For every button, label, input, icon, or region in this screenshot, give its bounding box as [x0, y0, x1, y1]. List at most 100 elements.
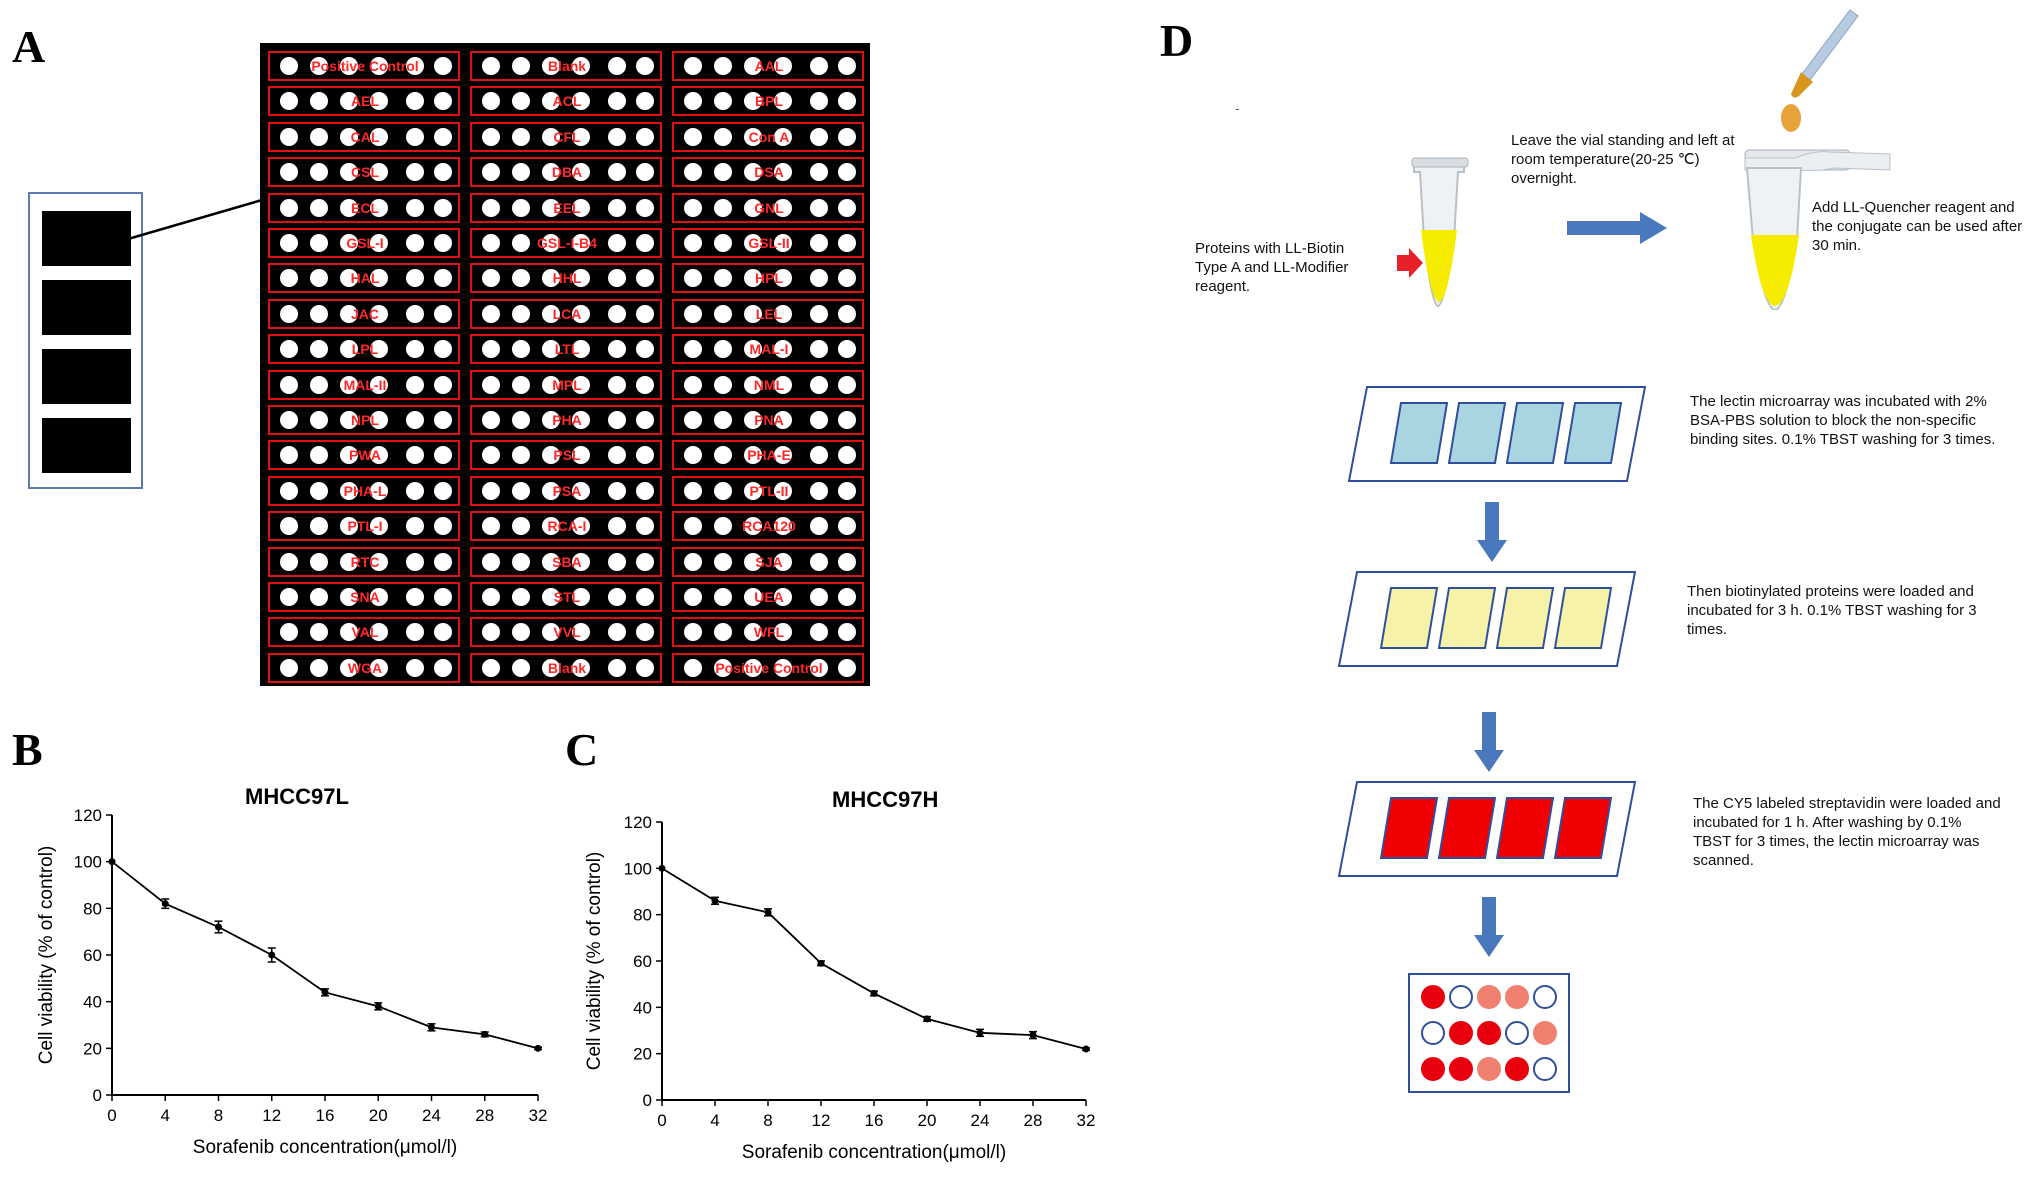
array-spot [340, 57, 358, 75]
array-spot [572, 234, 590, 252]
x-tick-label: 28 [475, 1106, 494, 1125]
array-spot [744, 552, 762, 571]
array-spot [434, 623, 452, 642]
array-spot [774, 57, 792, 75]
array-cell: NPL [268, 405, 460, 435]
x-tick-label: 4 [161, 1106, 170, 1125]
array-spot [838, 198, 856, 217]
lectin-label: PSL [553, 447, 581, 464]
array-spot [542, 234, 560, 252]
array-spot [340, 481, 358, 500]
array-spot [512, 623, 530, 642]
array-spot [572, 588, 590, 606]
y-tick-label: 20 [633, 1045, 652, 1064]
array-spot [636, 481, 654, 500]
array-spot [810, 623, 828, 642]
array-spot [370, 340, 388, 359]
array-spot [810, 375, 828, 394]
array-spot [714, 481, 732, 500]
array-spot [310, 198, 328, 217]
lectin-label: PSA [552, 482, 582, 499]
array-cell: WFL [672, 617, 864, 648]
array-spot [810, 269, 828, 288]
array-spot [636, 57, 654, 75]
array-spot [572, 92, 590, 111]
array-cell: HAL [268, 263, 460, 294]
lectin-label: RCA120 [742, 518, 796, 535]
array-spot [482, 446, 500, 465]
array-spot [714, 234, 732, 252]
data-point [428, 1023, 435, 1031]
array-cell: GSL-II [672, 228, 864, 258]
y-tick-label: 0 [643, 1091, 652, 1110]
lectin-label: ECL [351, 199, 379, 216]
result-spot [1421, 1021, 1445, 1045]
y-tick-label: 80 [83, 899, 102, 918]
array-spot [684, 552, 702, 571]
array-cell: RCA-I [470, 511, 662, 542]
array-spot [406, 57, 424, 75]
array-spot [434, 92, 452, 111]
lectin-label: GNL [754, 199, 784, 216]
array-spot [636, 446, 654, 465]
array-spot [744, 375, 762, 394]
x-tick-label: 16 [865, 1111, 884, 1130]
data-point [764, 908, 772, 916]
array-cell: BPL [672, 86, 864, 117]
array-spot [542, 92, 560, 111]
result-spot [1449, 1057, 1473, 1081]
array-cell: LPL [268, 334, 460, 365]
array-cell: RCA120 [672, 511, 864, 542]
array-cell: EEL [470, 192, 662, 223]
array-spot [684, 198, 702, 217]
lectin-label: HHL [552, 270, 582, 287]
array-spot [434, 375, 452, 394]
array-spot [684, 163, 702, 182]
array-spot [370, 411, 388, 429]
lectin-label: PTL-II [749, 482, 789, 499]
result-spot [1477, 1021, 1501, 1045]
array-spot [542, 658, 560, 677]
array-spot [838, 588, 856, 606]
array-spot [714, 375, 732, 394]
array-spot [340, 588, 358, 606]
data-point [1029, 1031, 1037, 1039]
quencher-text: Add LL-Quencher reagent and the conjugat… [1812, 199, 2023, 254]
array-spot [280, 127, 298, 146]
series-line [111, 860, 539, 1050]
array-spot [774, 588, 792, 606]
array-cell: PTL-I [268, 511, 460, 542]
lectin-label: Positive Control [715, 659, 823, 676]
array-spot [340, 269, 358, 288]
lectin-label: NPL [351, 412, 379, 428]
array-spot [744, 269, 762, 288]
lectin-label: STL [553, 589, 581, 605]
array-spot [684, 446, 702, 465]
array-spot [572, 269, 590, 288]
array-spot [572, 517, 590, 536]
array-spot [744, 623, 762, 642]
result-spot [1477, 985, 1501, 1009]
array-spot [280, 304, 298, 323]
data-point [268, 951, 276, 959]
array-cell: CFL [470, 121, 662, 152]
y-tick-label: 60 [633, 952, 652, 971]
array-spot [774, 623, 792, 642]
result-spot [1449, 985, 1473, 1009]
array-cell: VVL [470, 617, 662, 648]
biotin-slide [1337, 571, 1637, 667]
array-spot [370, 623, 388, 642]
array-spot [406, 658, 424, 677]
slide-well [1563, 402, 1623, 464]
array-spot [434, 234, 452, 252]
array-spot [744, 127, 762, 146]
array-spot [684, 234, 702, 252]
array-spot [340, 234, 358, 252]
array-spot [280, 234, 298, 252]
array-spot [542, 552, 560, 571]
array-spot [482, 163, 500, 182]
array-spot [608, 127, 626, 146]
array-spot [744, 481, 762, 500]
array-spot [714, 588, 732, 606]
data-point [108, 858, 116, 866]
